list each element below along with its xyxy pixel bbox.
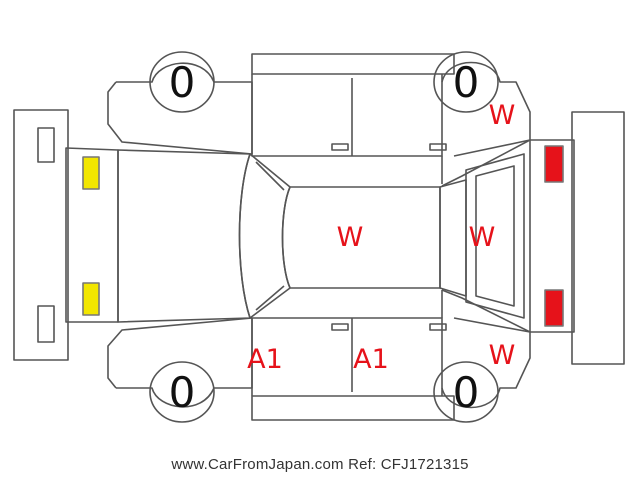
front-lamp-upper [82,156,100,190]
rear-right-wheel [433,51,499,113]
rear-glass [439,179,467,297]
tire-rear-left: 0 [453,368,480,417]
mark-left-rear-fender: W [489,340,516,371]
front-left-wheel [149,361,215,423]
source-text: www.CarFromJapan.com [171,456,344,473]
mark-roof: W [337,222,364,253]
tire-front-left: 0 [169,368,196,417]
rear-panel [529,139,575,333]
tire-front-right: 0 [169,58,196,107]
mark-tailgate: W [469,222,496,253]
lower-side-panels [107,289,531,421]
mark-right-rear-fender: W [489,100,516,131]
front-right-wheel [149,51,215,113]
tailgate [465,153,525,319]
rear-bumper [571,111,625,365]
mark-left-front-door: A1 [247,344,283,375]
front-bumper [13,109,69,361]
ref-text: Ref: CFJ1721315 [348,456,469,473]
rear-lamp-lower [544,289,564,327]
roof [281,186,441,289]
mark-left-rear-door: A1 [353,344,389,375]
rear-left-wheel [433,361,499,423]
rear-lamp-upper [544,145,564,183]
watermark-footer: www.CarFromJapan.com Ref: CFJ1721315 [0,456,640,473]
hood [117,149,251,323]
tire-rear-right: 0 [453,58,480,107]
front-lamp-lower [82,282,100,316]
upper-side-panels [107,53,531,187]
